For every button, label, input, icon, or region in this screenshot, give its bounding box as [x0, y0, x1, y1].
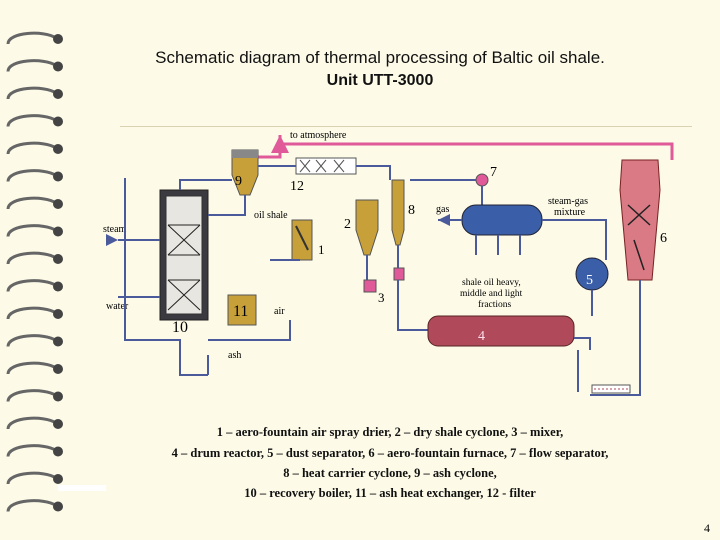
label-air: air [274, 306, 285, 317]
drum-reactor [427, 315, 575, 347]
number-8: 8 [408, 203, 415, 218]
number-5: 5 [586, 273, 593, 288]
spiral-hole [53, 199, 63, 209]
number-10: 10 [172, 319, 188, 336]
spiral-hole [53, 446, 63, 457]
spiral-hole [53, 254, 63, 264]
spiral-ring [6, 196, 57, 210]
spiral-hole [53, 61, 63, 72]
spiral-ring [6, 224, 57, 238]
spiral-ring [6, 334, 57, 348]
label-shale-oil-1: shale oil heavy, [462, 278, 521, 288]
dry-shale-cyclone [355, 199, 379, 256]
number-11: 11 [233, 303, 248, 320]
spiral-binding [6, 31, 63, 513]
label-oil-shale: oil shale [254, 210, 288, 221]
label-gas: gas [436, 204, 449, 215]
page-number: 4 [704, 521, 710, 535]
spiral-ring [6, 361, 57, 375]
diagram-subtitle: Unit UTT-3000 [326, 72, 434, 89]
white-bar [58, 485, 106, 491]
fountain-furnace [619, 159, 661, 281]
spiral-hole [53, 309, 63, 319]
mixer [363, 279, 377, 293]
number-4: 4 [478, 329, 485, 344]
spiral-ring [6, 169, 57, 183]
spiral-hole [53, 336, 63, 347]
spiral-hole [53, 116, 63, 127]
number-9: 9 [235, 174, 242, 189]
spiral-hole [53, 34, 63, 44]
caption-line-1: 1 – aero-fountain air spray drier, 2 – d… [216, 425, 564, 439]
number-3: 3 [378, 290, 385, 305]
spiral-ring [6, 114, 57, 128]
spiral-ring [6, 86, 57, 100]
caption-line-3: 8 – heat carrier cyclone, 9 – ash cyclon… [283, 466, 497, 480]
spiral-hole [53, 89, 63, 99]
ash-heat-exchanger [227, 294, 257, 326]
divider-line [120, 126, 692, 127]
heat-carrier-cyclone [391, 179, 405, 246]
spiral-hole [53, 364, 63, 374]
spiral-ring [6, 416, 57, 430]
number-2: 2 [344, 217, 351, 232]
label-shale-oil-3: fractions [478, 299, 512, 310]
caption-line-4: 10 – recovery boiler, 11 – ash heat exch… [244, 486, 536, 500]
spiral-hole [53, 281, 63, 292]
spiral-ring [6, 444, 57, 458]
spiral-hole [53, 144, 63, 154]
gas-separator [461, 204, 543, 236]
label-steam-gas-1: steam-gas [548, 196, 588, 207]
spiral-ring [6, 389, 57, 403]
spiral-hole [53, 226, 63, 237]
spiral-ring [6, 471, 57, 485]
number-6: 6 [660, 231, 667, 246]
label-ash: ash [228, 350, 241, 361]
spiral-ring [6, 499, 57, 513]
spiral-ring [6, 306, 57, 320]
label-steam: steam [103, 224, 127, 235]
spiral-ring [6, 31, 57, 45]
spiral-ring [6, 59, 57, 73]
label-shale-oil-2: middle and light [460, 289, 523, 299]
number-7: 7 [490, 165, 497, 180]
caption-line-2: 4 – drum reactor, 5 – dust separator, 6 … [171, 446, 609, 460]
spiral-ring [6, 251, 57, 265]
label-steam-gas-2: mixture [554, 207, 586, 218]
spiral-hole [53, 474, 63, 484]
spiral-hole [53, 391, 63, 402]
number-12: 12 [290, 179, 304, 194]
spiral-hole [53, 501, 63, 512]
label-water: water [106, 301, 129, 312]
number-1: 1 [318, 242, 325, 257]
spiral-hole [53, 419, 63, 429]
spiral-ring [6, 141, 57, 155]
spiral-hole [53, 171, 63, 182]
diagram-title: Schematic diagram of thermal processing … [155, 48, 605, 67]
spiral-ring [6, 279, 57, 293]
label-to-atmosphere: to atmosphere [290, 130, 347, 141]
flow-separator [475, 173, 489, 187]
